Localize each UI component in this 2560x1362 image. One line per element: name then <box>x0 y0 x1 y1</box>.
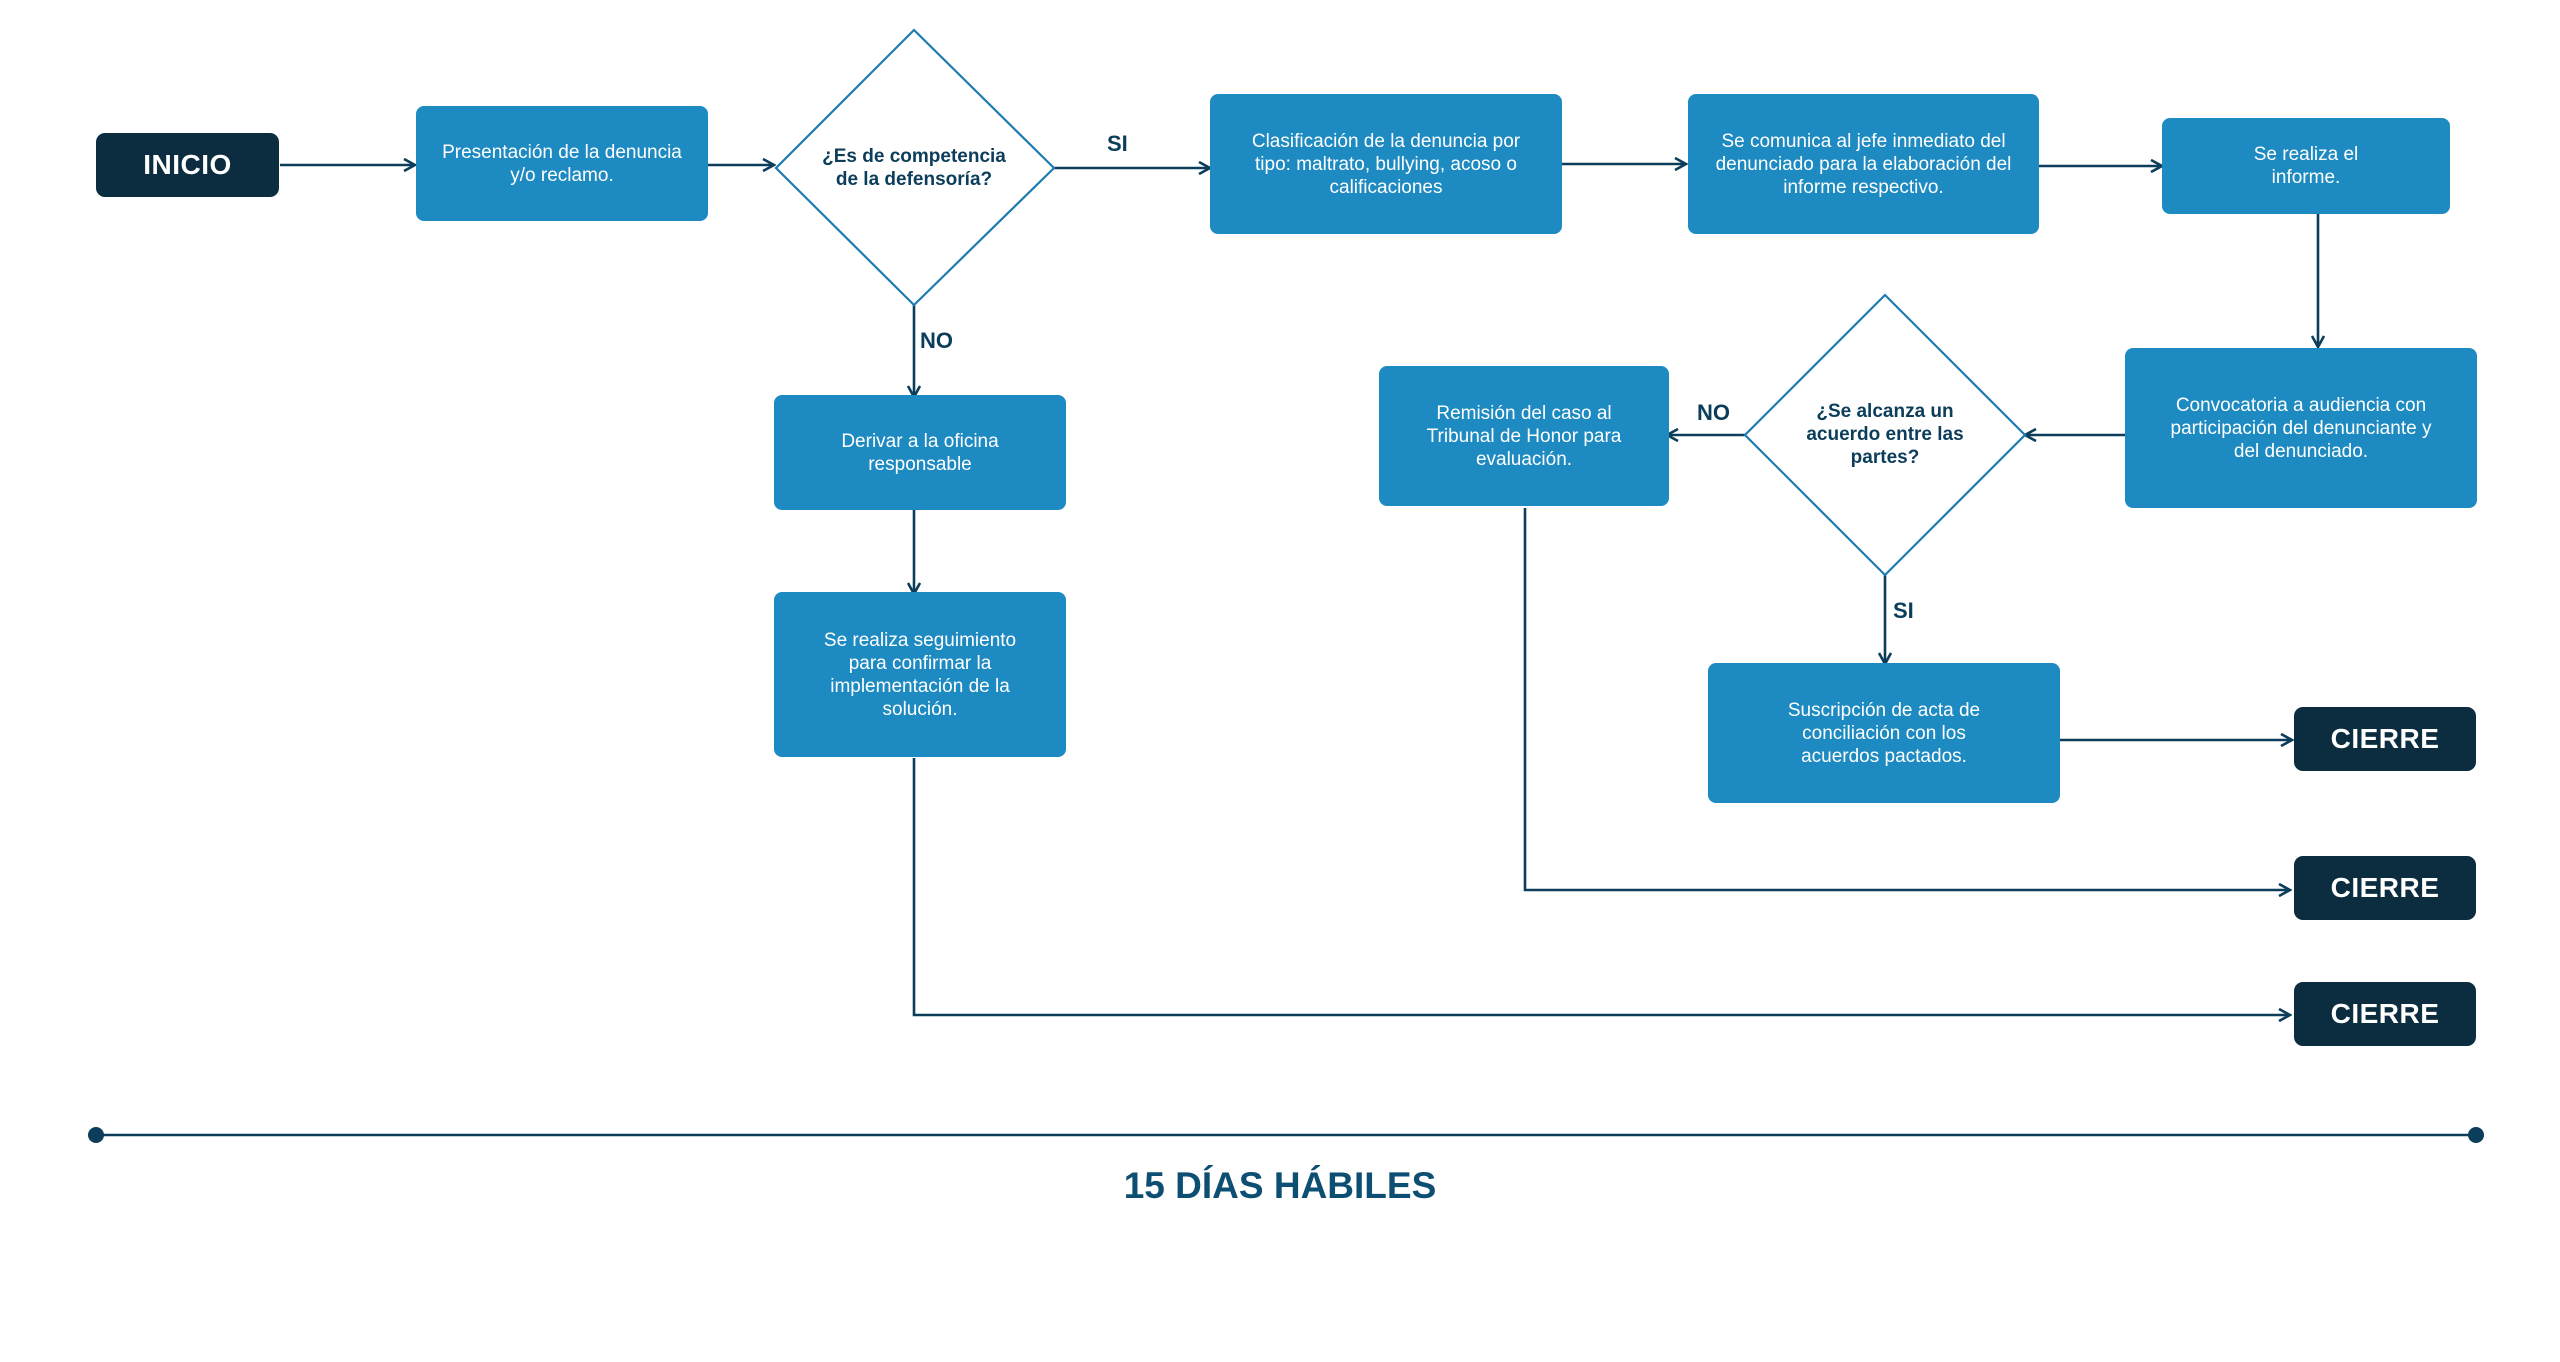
cierre-terminal-3: CIERRE <box>2294 982 2476 1046</box>
decision-competencia-diamond <box>774 28 1056 307</box>
cierre-terminal-1: CIERRE <box>2294 707 2476 771</box>
inicio-terminal: INICIO <box>96 133 279 197</box>
suscripcion-box: Suscripción de acta de conciliación con … <box>1708 663 2060 803</box>
remision-box: Remisión del caso al Tribunal de Honor p… <box>1379 366 1669 506</box>
decision-acuerdo-text: ¿Se alcanza un acuerdo entre las partes? <box>1806 401 1964 468</box>
arrow-seguimiento-cierre <box>912 758 2290 1015</box>
cierre-terminal-2: CIERRE <box>2294 856 2476 920</box>
timeline-start-dot <box>88 1127 104 1143</box>
derivar-box: Derivar a la oficina responsable <box>774 395 1066 510</box>
timeline-end-dot <box>2468 1127 2484 1143</box>
label-no-acuerdo: NO <box>1697 400 1730 425</box>
arrow-remision-cierre <box>1523 508 2290 890</box>
label-no-competencia: NO <box>920 328 953 353</box>
comunica-jefe-box: Se comunica al jefe inmediato del denunc… <box>1688 94 2039 234</box>
clasificacion-box: Clasificación de la denuncia por tipo: m… <box>1210 94 1562 234</box>
timeline-label: 15 DÍAS HÁBILES <box>1123 1165 1437 1206</box>
label-si-competencia: SI <box>1107 131 1128 156</box>
label-si-acuerdo: SI <box>1893 598 1914 623</box>
convocatoria-box: Convocatoria a audiencia con participaci… <box>2125 348 2477 508</box>
presentacion-box: Presentación de la denuncia y/o reclamo. <box>416 106 708 221</box>
decision-competencia-text: ¿Es de competencia de la defensoría? <box>822 145 1006 190</box>
seguimiento-box: Se realiza seguimiento para confirmar la… <box>774 592 1066 757</box>
realiza-informe-box: Se realiza el informe. <box>2162 118 2450 214</box>
decision-acuerdo-diamond <box>1743 293 2027 577</box>
